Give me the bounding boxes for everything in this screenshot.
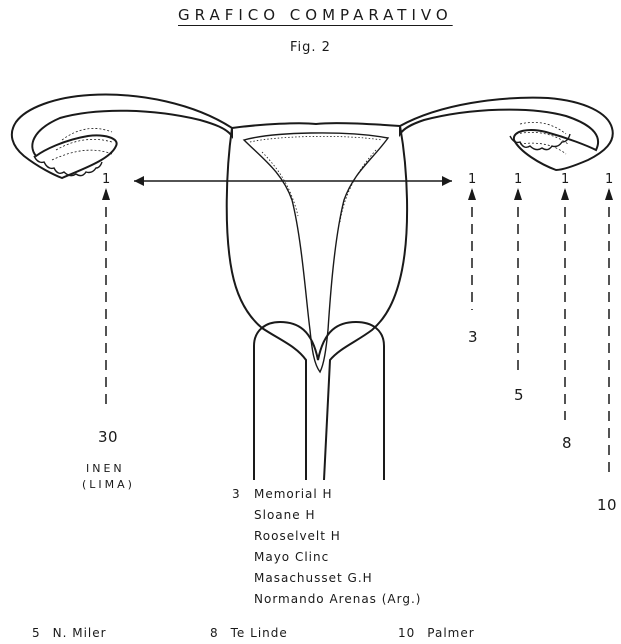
legend-footer-name: Te Linde bbox=[231, 626, 288, 640]
legend-item: Rooselvelt H bbox=[254, 526, 421, 547]
width-arrow-right-head bbox=[442, 176, 452, 186]
uterine-cavity bbox=[244, 133, 388, 372]
m5-bottom-label: 5 bbox=[514, 386, 524, 404]
legend-footer-name: Palmer bbox=[427, 626, 474, 640]
legend-footer-number: 10 bbox=[398, 626, 415, 640]
inen-measure-arrow bbox=[102, 188, 110, 200]
legend-item: Sloane H bbox=[254, 505, 421, 526]
inen-location-label: (LIMA) bbox=[82, 478, 135, 491]
legend-footer-number: 5 bbox=[32, 626, 41, 640]
legend-footer-name: N. Miler bbox=[53, 626, 107, 640]
m3-top-label: 1 bbox=[468, 172, 477, 187]
m3-bottom-label: 3 bbox=[468, 328, 478, 346]
width-arrow-left-head bbox=[134, 176, 144, 186]
m8-top-label: 1 bbox=[561, 172, 570, 187]
right-ovary-hatch bbox=[516, 122, 568, 154]
legend-footer-number: 8 bbox=[210, 626, 219, 640]
cervix bbox=[254, 322, 384, 480]
legend-group-number: 3 bbox=[232, 484, 241, 505]
m8-bottom-label: 8 bbox=[562, 434, 572, 452]
m3-measure-arrow bbox=[468, 188, 476, 200]
m10-bottom-label: 10 bbox=[597, 496, 617, 514]
inen-top-label: 1 bbox=[102, 172, 111, 187]
legend-footer-entry: 5 N. Miler bbox=[32, 622, 107, 644]
inen-bottom-label: 30 bbox=[98, 428, 118, 446]
legend-footer-entry: 10 Palmer bbox=[398, 622, 475, 644]
inen-label: INEN bbox=[86, 462, 125, 475]
m5-measure-arrow bbox=[514, 188, 522, 200]
legend-footer-entry: 8 Te Linde bbox=[210, 622, 288, 644]
m10-top-label: 1 bbox=[605, 172, 614, 187]
legend-item: Memorial H bbox=[254, 484, 421, 505]
right-fallopian-tube bbox=[400, 98, 613, 170]
figure-label: Fig. 2 bbox=[290, 40, 331, 55]
m5-top-label: 1 bbox=[514, 172, 523, 187]
legend-item: Mayo Clinc bbox=[254, 547, 421, 568]
legend-item: Masachusset G.H bbox=[254, 568, 421, 589]
m8-measure-arrow bbox=[561, 188, 569, 200]
left-fallopian-tube bbox=[12, 95, 232, 178]
legend-footer: 5 N. Miler 8 Te Linde 10 Palmer bbox=[32, 622, 592, 642]
legend-item: Normando Arenas (Arg.) bbox=[254, 589, 421, 610]
chart-title: GRAFICO COMPARATIVO bbox=[178, 6, 453, 24]
m10-measure-arrow bbox=[605, 188, 613, 200]
cavity-lining bbox=[250, 136, 382, 222]
